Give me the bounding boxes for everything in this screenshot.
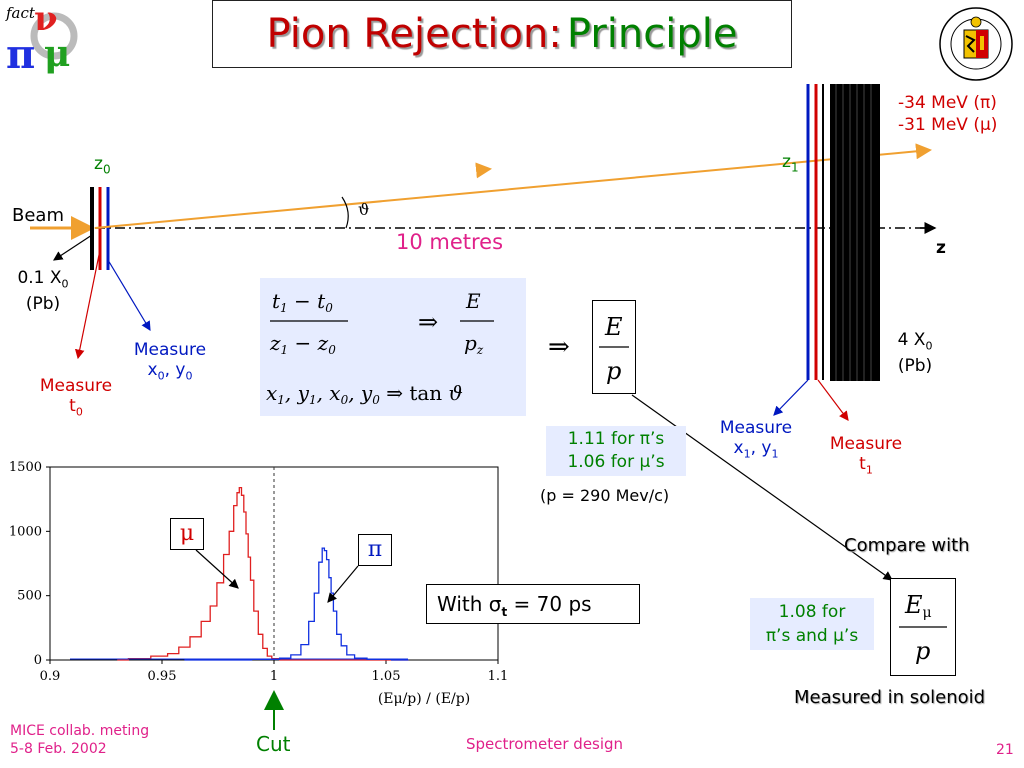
svg-text:⇒: ⇒ — [418, 308, 438, 336]
logo-fact-text: fact — [5, 4, 36, 22]
measure-t0-label: Measure t0 — [39, 376, 113, 419]
series-pi — [184, 547, 409, 661]
footer-center: Spectrometer design — [466, 735, 624, 753]
distance-label: 10 metres — [396, 230, 504, 254]
ratio-emu-over-p-box: Eμ p — [890, 578, 956, 676]
mu-annotation-box: μ — [170, 518, 204, 550]
svg-text:E: E — [465, 289, 481, 313]
cut-label: Cut — [256, 732, 291, 756]
svg-text:E: E — [604, 313, 623, 341]
x-axis-label: (Eμ/p) / (E/p) — [378, 691, 470, 707]
svg-text:π: π — [6, 31, 35, 78]
measured-in-solenoid-label: Measured in solenoid — [794, 687, 986, 708]
y-tick-label: 500 — [17, 589, 42, 604]
equation-box: t1 − t0 z1 − z0 ⇒ E pz x1, y1, x0, y0 ⇒ … — [260, 278, 526, 416]
svg-text:x1, y1, x0, y0 ⇒ tan ϑ: x1, y1, x0, y0 ⇒ tan ϑ — [266, 381, 463, 407]
measure-t1-label: Measure t1 — [829, 434, 903, 477]
ratio-e-over-p-box: E p — [592, 300, 636, 394]
ratio-pi: 1.11 for π’s — [567, 429, 665, 449]
absorber1-label: 4 X0 (Pb) — [897, 330, 933, 377]
title-box: Pion Rejection: Principle — [212, 0, 792, 68]
svg-text:p: p — [915, 637, 930, 665]
svg-text:ν: ν — [34, 0, 58, 39]
svg-text:Eμ: Eμ — [904, 591, 932, 621]
series-mu — [117, 486, 409, 661]
svg-text:μ: μ — [44, 33, 70, 75]
svg-text:z1 − z0: z1 − z0 — [269, 331, 336, 357]
angle-arc — [341, 196, 349, 229]
university-seal — [938, 6, 1014, 82]
title-part1: Pion Rejection: — [266, 11, 562, 57]
implies-arrow: ⇒ — [548, 332, 570, 362]
beam-label: Beam — [12, 205, 64, 226]
ratio-values-box: 1.11 for π’s 1.06 for μ’s — [546, 426, 686, 476]
x-tick-label: 1.1 — [488, 669, 509, 684]
timing-resolution-box: With σt = 70 ps — [426, 584, 640, 624]
z-axis-label: z — [936, 238, 946, 258]
compare-value-box: 1.08 for π’s and μ’s — [750, 598, 874, 650]
annotation-arrows — [195, 549, 359, 603]
energy-loss-pi: -34 MeV (π) — [898, 93, 997, 113]
z1-label: z1 — [782, 152, 799, 175]
absorber0-label: 0.1 X0 (Pb) — [17, 268, 69, 315]
y-tick-label: 0 — [34, 653, 42, 668]
pi-annotation-box: π — [358, 534, 392, 566]
momentum-label: (p = 290 Mev/c) — [540, 486, 670, 505]
svg-text:t1 − t0: t1 − t0 — [272, 289, 333, 315]
energy-loss-mu: -31 MeV (μ) — [898, 115, 998, 135]
title-part2: Principle — [566, 11, 738, 57]
footer-collab: MICE collab. meting 5-8 Feb. 2002 — [10, 723, 150, 757]
particle-track — [94, 143, 932, 229]
x-tick-label: 1.05 — [372, 669, 401, 684]
fact-logo: fact ν π μ — [4, 0, 84, 78]
measure-x1y1-label: Measure x1, y1 — [719, 418, 793, 461]
z0-label: z0 — [94, 154, 111, 177]
energy-loss-labels: -34 MeV (π) -31 MeV (μ) — [898, 92, 997, 136]
compare-with-label: Compare with — [844, 535, 970, 556]
histogram-chart: 0 500 1000 1500 0.9 0.95 1 1.05 1.1 (Eμ/p) / (E/p… — [9, 460, 509, 707]
y-tick-label: 1000 — [9, 524, 42, 539]
x-tick-label: 0.95 — [148, 669, 177, 684]
theta-label: ϑ — [358, 200, 370, 219]
x-tick-label: 0.9 — [40, 669, 61, 684]
measure-x0y0-label: Measure x0, y0 — [133, 340, 207, 383]
page-number: 21 — [996, 742, 1014, 758]
ratio-mu: 1.06 for μ’s — [567, 452, 665, 472]
svg-text:p: p — [606, 357, 621, 385]
absorber-z1 — [830, 84, 880, 381]
y-tick-label: 1500 — [9, 460, 42, 475]
x-tick-label: 1 — [270, 669, 278, 684]
